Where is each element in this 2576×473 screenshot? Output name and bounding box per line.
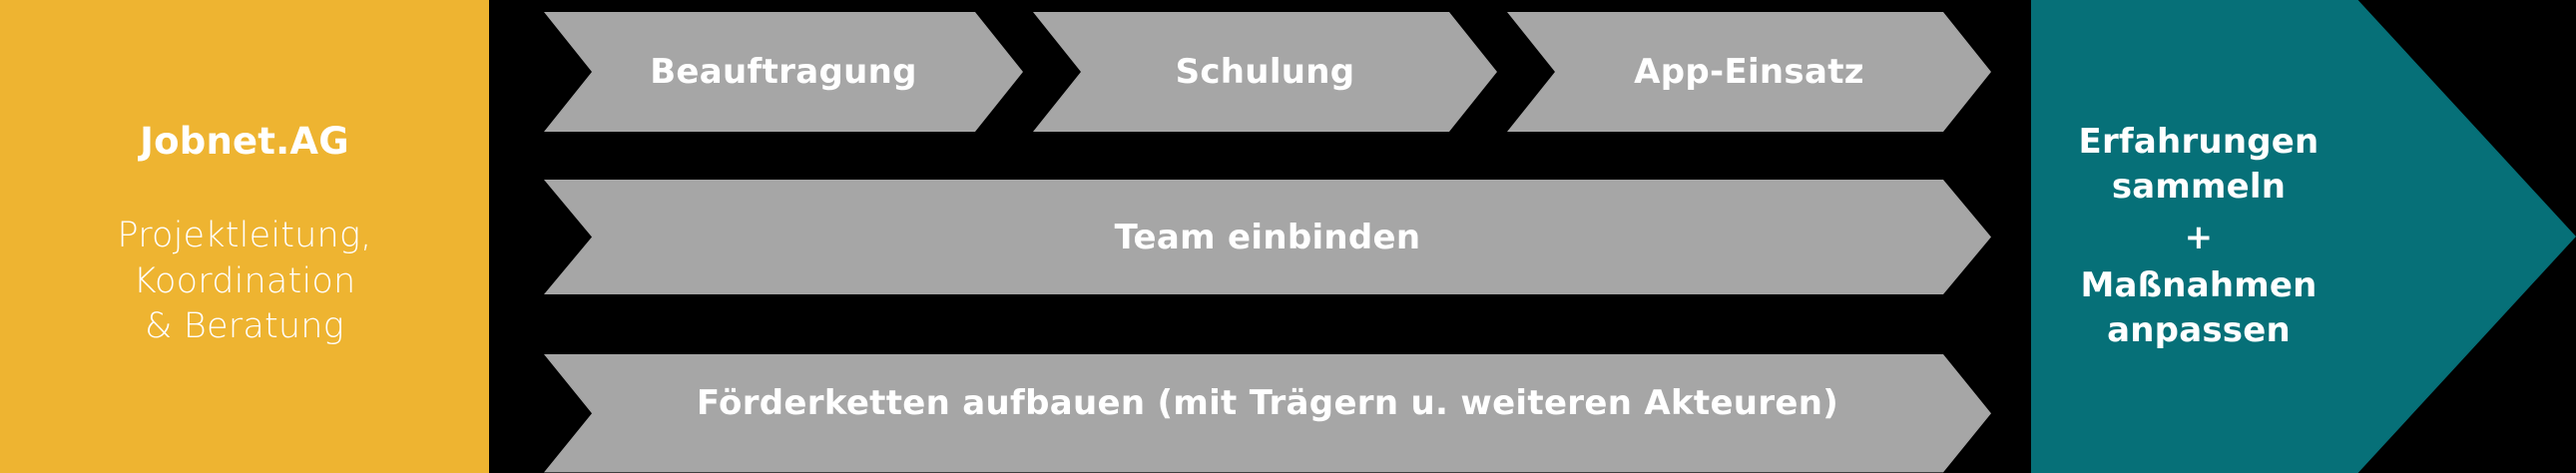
outcome-line-2: sammeln [2111, 166, 2287, 207]
actor-subtitle-line-3: & Beratung [145, 306, 344, 347]
outcome-line-1: Erfahrungen [2078, 121, 2319, 162]
step-label-team-einbinden: Team einbinden [1114, 217, 1421, 257]
step-chevron-beauftragung: Beauftragung [544, 12, 1023, 132]
step-chevron-team-einbinden: Team einbinden [544, 180, 1991, 294]
step-chevron-foerderketten: Förderketten aufbauen (mit Trägern u. we… [544, 354, 1991, 473]
actor-panel-title: Jobnet.AG [140, 120, 349, 164]
actor-panel: Jobnet.AG Projektleitung, Koordination &… [0, 0, 489, 473]
actor-subtitle-line-2: Koordination [133, 260, 356, 301]
outcome-plus-sign: + [2184, 217, 2214, 257]
step-label-schulung: Schulung [1175, 52, 1355, 92]
outcome-line-4: anpassen [2107, 310, 2291, 351]
step-label-app-einsatz: App-Einsatz [1634, 52, 1864, 92]
actor-panel-subtitle: Projektleitung, Koordination & Beratung [118, 214, 372, 350]
outcome-text: Erfahrungen sammeln + Maßnahmen anpassen [2049, 120, 2348, 353]
outcome-arrow: Erfahrungen sammeln + Maßnahmen anpassen [2031, 0, 2576, 473]
outcome-line-3: Maßnahmen [2080, 265, 2318, 306]
step-label-foerderketten: Förderketten aufbauen (mit Trägern u. we… [696, 383, 1839, 423]
step-chevron-app-einsatz: App-Einsatz [1507, 12, 1991, 132]
actor-subtitle-line-1: Projektleitung, [117, 216, 372, 256]
step-chevron-schulung: Schulung [1033, 12, 1497, 132]
step-label-beauftragung: Beauftragung [650, 52, 917, 92]
